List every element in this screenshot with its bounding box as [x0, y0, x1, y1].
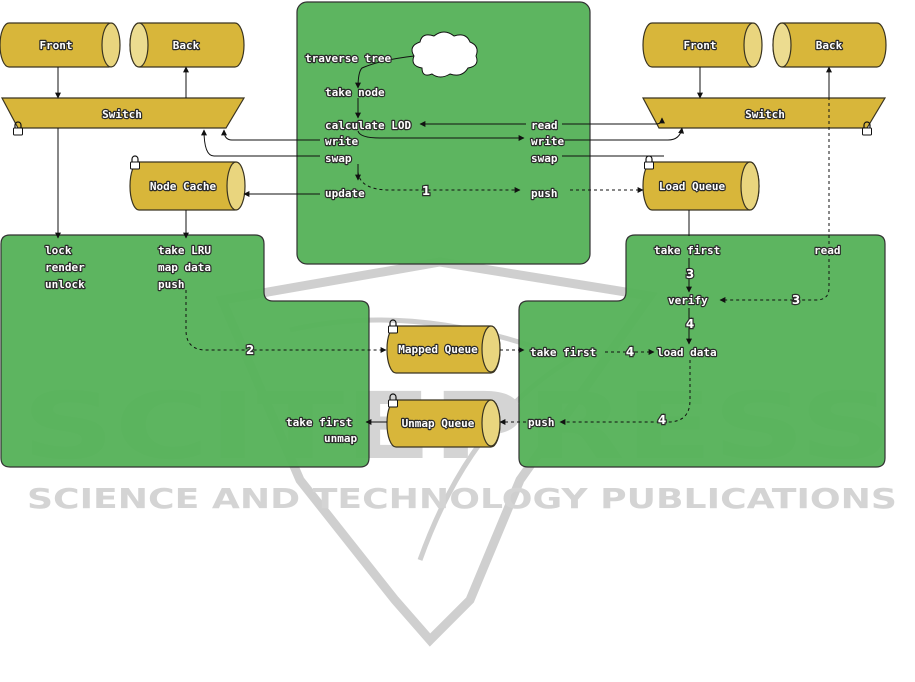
traverse-tree-label: traverse tree: [305, 52, 391, 65]
unmap-queue: Unmap Queue: [386, 393, 501, 448]
render-label: render: [45, 261, 85, 274]
unlock-label: unlock: [45, 278, 85, 291]
front-label-left: Front: [39, 39, 72, 52]
step-number: 3: [686, 267, 694, 281]
step-number: 4: [626, 345, 634, 359]
update-label: update: [325, 187, 365, 200]
lock-icon: [388, 319, 398, 334]
push-label-left: push: [158, 278, 185, 291]
mapped-queue: Mapped Queue: [386, 319, 501, 374]
tree-cloud-icon: [411, 31, 478, 78]
back-label-right: Back: [816, 39, 843, 52]
step-number: 4: [658, 413, 666, 427]
lock-icon: [388, 393, 398, 408]
read-label-center: read: [531, 119, 558, 132]
lock-icon: [644, 155, 654, 170]
step-number: 1: [422, 184, 430, 198]
front-buffer-right: Front: [642, 22, 763, 68]
read-label-right: read: [814, 244, 841, 257]
load-data-label: load data: [657, 346, 717, 359]
take-first-label: take first: [654, 244, 720, 257]
step-number: 2: [246, 343, 254, 357]
unmap-queue-label: Unmap Queue: [402, 417, 475, 430]
switch-left: Switch: [1, 97, 246, 136]
switch-right: Switch: [642, 97, 887, 136]
take-node-label: take node: [325, 86, 385, 99]
take-lru-label: take LRU: [158, 244, 211, 257]
swap-label-right: swap: [531, 152, 558, 165]
take-first-label-left: take first: [286, 416, 352, 429]
center-panel: [296, 1, 591, 265]
front-label-right: Front: [683, 39, 716, 52]
swap-label: swap: [325, 152, 352, 165]
back-buffer-right: Back: [772, 22, 887, 68]
front-buffer-left: Front: [0, 22, 121, 68]
mapped-queue-label: Mapped Queue: [398, 343, 478, 356]
lock-label: lock: [45, 244, 72, 257]
switch-label-right: Switch: [745, 108, 785, 121]
node-cache-label: Node Cache: [150, 180, 217, 193]
verify-label: verify: [668, 294, 708, 307]
write-label-right: write: [531, 135, 564, 148]
write-label: write: [325, 135, 358, 148]
step-number: 3: [792, 293, 800, 307]
step-number: 4: [686, 317, 694, 331]
take-first-label-lower: take first: [530, 346, 596, 359]
node-cache: Node Cache: [129, 155, 246, 211]
lock-icon: [862, 121, 872, 136]
back-label-left: Back: [173, 39, 200, 52]
lock-icon: [130, 155, 140, 170]
load-queue-label: Load Queue: [659, 180, 726, 193]
load-queue: Load Queue: [642, 155, 760, 211]
switch-label-left: Switch: [102, 108, 142, 121]
push-label-right: push: [528, 416, 555, 429]
calculate-lod-label: calculate LOD: [325, 119, 411, 132]
right-panel: [518, 234, 886, 468]
map-data-label: map data: [158, 261, 211, 274]
left-panel: [0, 234, 370, 468]
unmap-label: unmap: [324, 432, 357, 445]
connectors: [55, 55, 832, 425]
svg-text:SCIENCE AND TECHNOLOGY PUBLICA: SCIENCE AND TECHNOLOGY PUBLICATIONS: [27, 482, 897, 515]
push-label-center: push: [531, 187, 558, 200]
back-buffer-left: Back: [129, 22, 245, 68]
lock-icon: [13, 121, 23, 136]
